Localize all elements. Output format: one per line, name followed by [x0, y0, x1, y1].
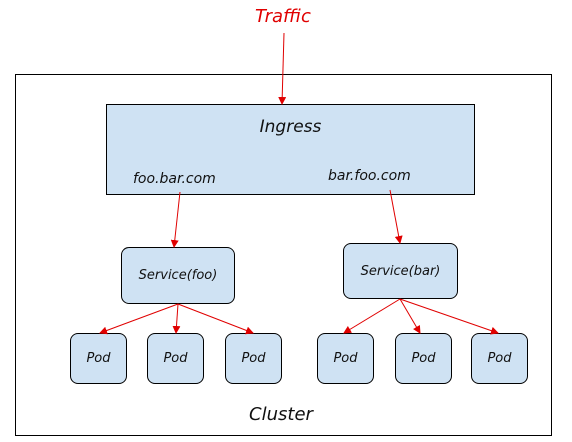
- arrow-ingress-to-service-bar: [389, 189, 403, 244]
- host-bar-foo-com: bar.foo.com: [328, 168, 411, 184]
- arrow-ingress-to-service-foo: [170, 191, 181, 248]
- arrow-service-foo-to-pod-1: [99, 303, 179, 335]
- pod-bar-2: Pod: [395, 333, 452, 384]
- cluster-label: Cluster: [249, 404, 313, 425]
- pod-bar-3: Pod: [471, 333, 528, 384]
- cluster-boundary: [15, 74, 552, 436]
- service-foo-box: Service(foo): [121, 247, 235, 304]
- ingress-title: Ingress: [259, 117, 322, 137]
- pod-foo-1: Pod: [70, 333, 127, 384]
- arrow-service-bar-to-pod-2: [399, 298, 421, 334]
- arrow-service-foo-to-pod-2: [172, 303, 181, 334]
- host-foo-bar-com: foo.bar.com: [133, 171, 216, 187]
- arrow-service-foo-to-pod-3: [177, 303, 254, 335]
- pod-foo-2: Pod: [147, 333, 204, 384]
- ingress-box: Ingress foo.bar.com bar.foo.com: [106, 104, 475, 195]
- arrow-service-bar-to-pod-3: [399, 298, 499, 335]
- pod-bar-1: Pod: [317, 333, 374, 384]
- arrow-service-bar-to-pod-1: [343, 298, 401, 334]
- arrow-traffic-to-ingress: [278, 32, 287, 105]
- traffic-label: Traffic: [255, 6, 311, 27]
